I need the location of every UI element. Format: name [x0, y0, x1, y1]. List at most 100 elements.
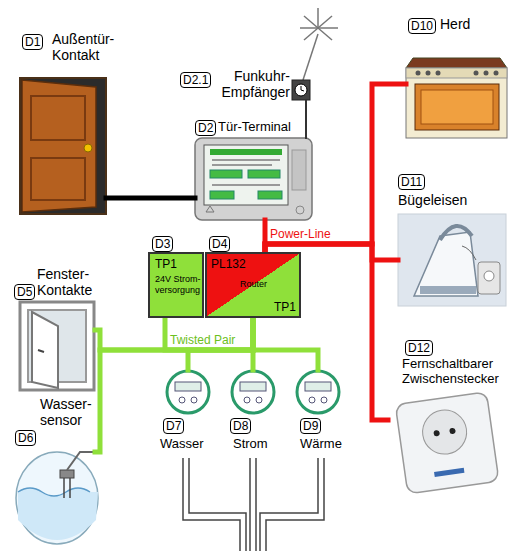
terminal-illustration	[296, 206, 304, 214]
meter-illustration	[297, 371, 339, 413]
terminal-illustration	[195, 138, 312, 220]
iron-illustration	[398, 214, 506, 306]
meter-node: D8Strom	[231, 370, 275, 414]
device-label: Bügeleisen	[398, 192, 467, 208]
pipe-lines	[260, 458, 318, 551]
water-sensor-illustration	[67, 452, 95, 470]
bus-label: Twisted Pair	[170, 333, 235, 347]
door-illustration	[20, 78, 106, 214]
stove-illustration	[406, 68, 507, 78]
plug-illustration	[433, 430, 440, 437]
callout-number: D2.1	[180, 72, 211, 88]
antenna-symbol	[304, 28, 318, 40]
bus-label: Power-Line	[270, 227, 331, 241]
router-box: D4PL132RouterTP1	[205, 252, 301, 318]
device-label: Wärme	[300, 436, 342, 451]
stove-illustration	[436, 71, 441, 76]
callout-number: D8	[230, 418, 251, 434]
stove-illustration	[421, 90, 493, 124]
cable-line	[106, 196, 195, 201]
antenna-symbol	[318, 28, 332, 40]
water-sensor-illustration	[63, 478, 65, 498]
callout-number: D11	[398, 174, 425, 190]
water-sensor-illustration	[18, 488, 98, 540]
callout-number: D6	[15, 430, 36, 446]
pipe-lines	[266, 458, 324, 551]
meter-illustration	[240, 382, 266, 391]
stove-illustration	[474, 71, 479, 76]
power-supply-box: D3TP124V Strom- versorgung	[148, 252, 204, 318]
twisted-pair-line	[165, 318, 253, 350]
water-sensor-illustration	[16, 452, 98, 544]
callout-number: D1	[22, 34, 43, 50]
callout-number: D10	[408, 18, 436, 34]
terminal-node: D2Tür-Terminal	[195, 138, 312, 220]
terminal-illustration	[210, 149, 282, 155]
stove-illustration	[416, 71, 421, 76]
water-sensor-illustration	[69, 478, 71, 498]
device-label: Funkuhr- Empfänger	[212, 68, 290, 100]
terminal-illustration	[292, 150, 306, 190]
twisted-pair-line	[95, 318, 253, 452]
window-contact-node: D5Fenster- Kontakte	[18, 300, 95, 392]
water-sensor-illustration	[16, 452, 98, 544]
meter-node: D9Wärme	[296, 370, 340, 414]
iron-illustration	[484, 271, 494, 281]
callout-number: D3	[152, 236, 173, 252]
meter-illustration	[321, 397, 327, 403]
stove-illustration	[406, 58, 507, 138]
antenna-symbol	[318, 27, 338, 29]
terminal-illustration	[212, 184, 280, 186]
window-illustration	[20, 302, 94, 390]
pipe-lines	[183, 458, 240, 551]
device-label: Tür-Terminal	[218, 119, 291, 134]
terminal-illustration	[212, 164, 272, 166]
water-sensor-illustration	[60, 470, 74, 478]
terminal-illustration	[210, 170, 242, 178]
antenna-symbol	[318, 16, 332, 28]
twisted-pair-line	[253, 318, 318, 370]
clock-receiver-illustration	[295, 84, 307, 96]
window-illustration	[38, 350, 44, 352]
stove-illustration	[484, 71, 489, 76]
power-line	[265, 84, 406, 252]
device-label: Außentür- Kontakt	[52, 31, 132, 63]
door-contact-node: D1Außentür- Kontakt	[20, 78, 106, 214]
box-text: 24V Strom- versorgung	[155, 274, 205, 296]
stove-illustration	[406, 58, 507, 68]
callout-number: D2	[195, 120, 216, 136]
antenna-symbol	[303, 34, 318, 80]
meter-illustration	[167, 371, 339, 413]
door-illustration	[84, 144, 92, 152]
window-illustration	[32, 312, 58, 388]
antenna-symbol	[300, 27, 318, 29]
iron-illustration	[462, 246, 476, 260]
pipe-lines	[189, 458, 246, 551]
meter-illustration	[175, 382, 201, 391]
iron-illustration	[398, 214, 506, 306]
terminal-illustration	[195, 138, 312, 220]
meter-illustration	[191, 397, 197, 403]
clock-receiver-illustration	[301, 86, 302, 90]
pipe-lines	[183, 458, 324, 551]
plug-illustration	[449, 428, 456, 435]
stove-illustration	[494, 71, 499, 76]
terminal-illustration	[206, 206, 214, 212]
callout-number: D5	[14, 284, 35, 300]
iron-illustration	[420, 286, 476, 294]
device-label: Wasser- sensor	[40, 396, 100, 428]
stove-illustration	[415, 84, 499, 130]
plug-illustration	[420, 407, 470, 457]
box-text: Router	[240, 279, 267, 290]
meter-illustration	[309, 397, 315, 403]
antenna-symbol	[317, 8, 319, 28]
terminal-illustration	[258, 191, 282, 199]
device-label: Wasser	[160, 436, 204, 451]
cable-line	[305, 100, 307, 138]
door-illustration	[20, 78, 106, 214]
pipe-lines	[255, 458, 257, 551]
callout-number: D9	[300, 418, 321, 434]
terminal-illustration	[248, 170, 280, 178]
plug-node: D12Fernschaltbarer Zwischenstecker	[388, 392, 505, 492]
